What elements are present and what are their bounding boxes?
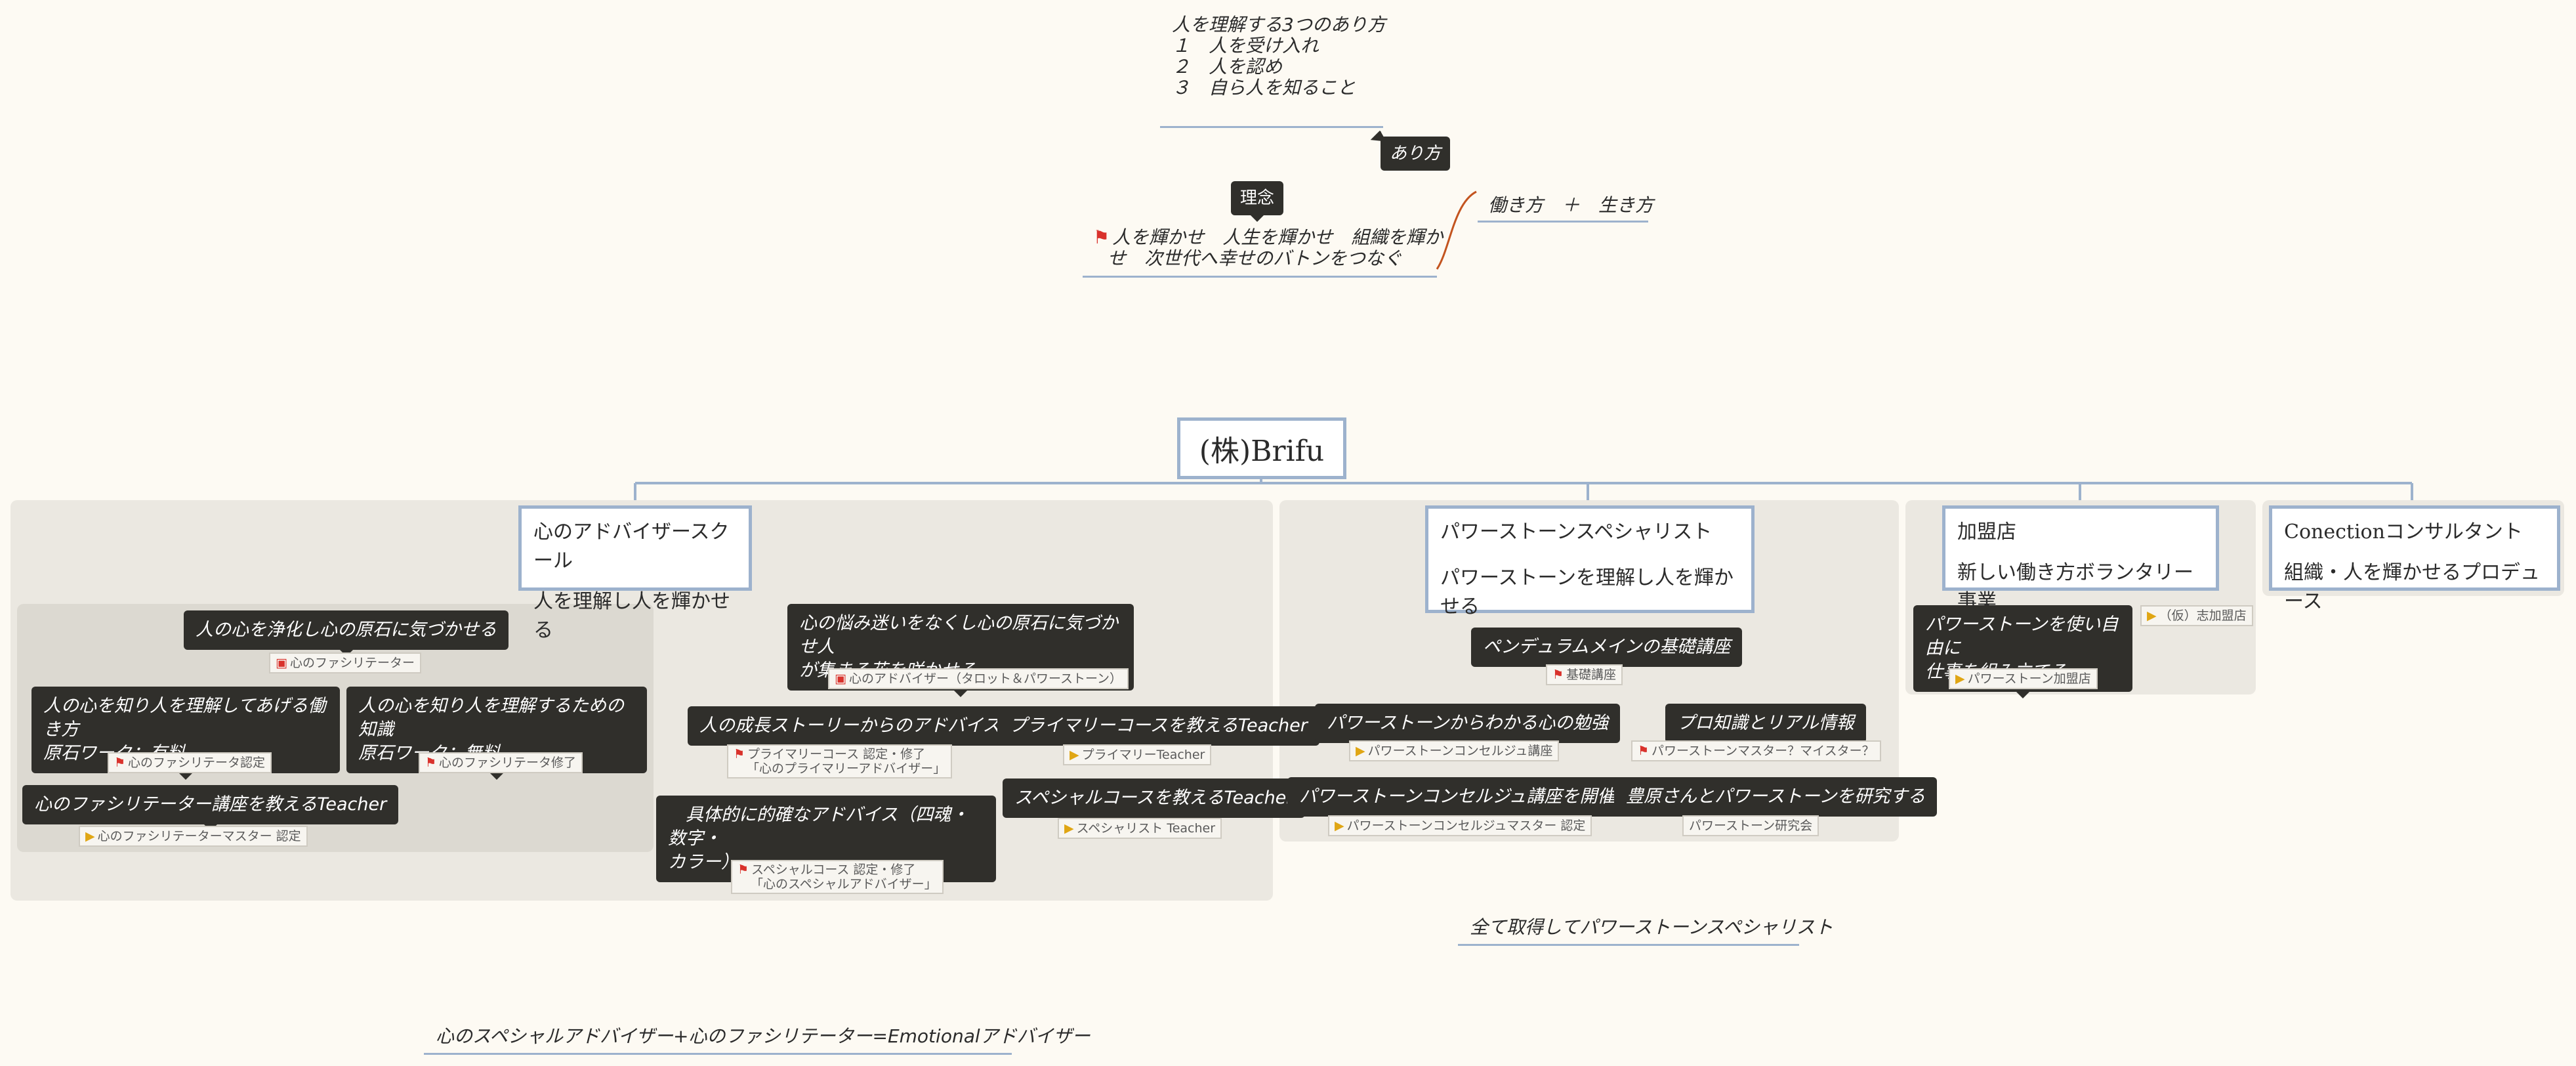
note-line: ２ 人を認め <box>1172 56 1283 77</box>
tag-provisional-store[interactable]: ▶（仮）志加盟店 <box>2140 605 2253 626</box>
yellow-flag-icon: ▶ <box>1064 821 1074 836</box>
philosophy-line: ⚑人を輝かせ 人生を輝かせ 組織を輝か <box>1093 226 1444 248</box>
note-all-underline <box>1458 944 1799 946</box>
philosophy-line: せ 次世代へ幸せのバトンをつなぐ <box>1108 247 1402 269</box>
tag-primary-teacher[interactable]: ▶プライマリーTeacher <box>1063 744 1212 765</box>
red-flag-icon: ⚑ <box>1552 668 1564 682</box>
work-life-note[interactable]: 働き方 ＋ 生き方 <box>1488 194 1654 216</box>
philosophy-underline <box>1083 276 1437 278</box>
node-pro[interactable]: プロ知識とリアル情報 <box>1665 704 1866 750</box>
branch-title: 加盟店 <box>1957 521 2016 544</box>
tag-master[interactable]: ⚑パワーストーンマスター？マイスター？ <box>1631 740 1881 761</box>
node-pendulum[interactable]: ペンデュラムメインの基礎講座 <box>1471 628 1743 673</box>
tag-basic-course[interactable]: ⚑基礎講座 <box>1546 664 1623 685</box>
yellow-flag-icon: ▶ <box>1335 819 1344 833</box>
node-facilitator-teacher[interactable]: 心のファシリテーター講座を教えるTeacher <box>22 785 399 831</box>
note-underline <box>1160 126 1383 128</box>
heart-icon: ▣ <box>276 656 287 670</box>
yellow-flag-icon: ▶ <box>1356 744 1365 758</box>
tag-advisor[interactable]: ▣心のアドバイザー（タロット＆パワーストーン） <box>828 668 1129 689</box>
branch-stone[interactable]: パワーストーンスペシャリスト パワーストーンを理解し人を輝かせる <box>1425 505 1755 618</box>
note-line: 人を理解する3つのあり方 <box>1172 14 1386 35</box>
branch-title: 心のアドバイザースクール <box>533 521 730 572</box>
tag-paid[interactable]: ⚑心のファシリテータ認定 <box>108 752 272 773</box>
way-of-being-label: あり方 <box>1390 144 1442 163</box>
tag-member-store[interactable]: ▶パワーストーン加盟店 <box>1949 668 2098 689</box>
philosophy-text[interactable]: ⚑人を輝かせ 人生を輝かせ 組織を輝か せ 次世代へ幸せのバトンをつなぐ <box>1093 227 1443 269</box>
tag-line: 「心のスペシャルアドバイザー」 <box>751 877 937 891</box>
tag-research-group[interactable]: パワーストーン研究会 <box>1682 815 1819 836</box>
heart-icon: ▣ <box>835 672 846 686</box>
way-of-being-node[interactable]: あり方 <box>1381 137 1451 171</box>
tag-facilitator[interactable]: ▣心のファシリテーター <box>269 652 421 673</box>
tag-concierge-master[interactable]: ▶パワーストーンコンセルジュマスター 認定 <box>1328 815 1592 836</box>
root-label: (株)Brifu <box>1199 435 1325 468</box>
red-flag-icon: ⚑ <box>1638 744 1650 758</box>
node-special-teacher[interactable]: スペシャルコースを教えるTeacher <box>1003 778 1306 824</box>
root-node[interactable]: (株)Brifu <box>1177 417 1346 479</box>
branch-title: パワーストーンスペシャリスト <box>1440 521 1713 544</box>
node-free[interactable]: 人の心を知り人を理解するための知識 原石ワーク：無料 <box>346 687 647 780</box>
tag-special-teacher[interactable]: ▶スペシャリスト Teacher <box>1058 818 1222 839</box>
tag-special-course[interactable]: ⚑スペシャルコース 認定・修了 「心のスペシャルアドバイザー」 <box>731 860 944 894</box>
way-of-being-note: 人を理解する3つのあり方 １ 人を受け入れ ２ 人を認め ３ 自ら人を知ること <box>1172 14 1386 98</box>
red-flag-icon: ⚑ <box>425 756 437 770</box>
red-flag-icon: ⚑ <box>114 756 126 770</box>
node-hold[interactable]: パワーストーンコンセルジュ講座を開催する <box>1287 777 1663 823</box>
node-story[interactable]: 人の成長ストーリーからのアドバイス <box>688 706 1012 752</box>
tag-line: 「心のプライマリーアドバイザー」 <box>747 761 946 776</box>
red-flag-icon: ⚑ <box>1093 226 1110 248</box>
tag-facilitator-master[interactable]: ▶心のファシリテーターマスター 認定 <box>79 826 308 847</box>
note-line: １ 人を受け入れ <box>1172 35 1319 56</box>
note-emotional-underline <box>424 1053 1012 1055</box>
note-line: ３ 自ら人を知ること <box>1172 77 1356 98</box>
yellow-flag-icon: ▶ <box>85 829 95 843</box>
branch-consult[interactable]: Conectionコンサルタント 組織・人を輝かせるプロデュース <box>2269 505 2560 613</box>
red-flag-icon: ⚑ <box>734 747 745 761</box>
branch-title: Conectionコンサルタント <box>2284 521 2523 544</box>
note-emotional[interactable]: 心のスペシャルアドバイザー+心のファシリテーター=Emotionalアドバイザー <box>436 1025 1091 1047</box>
tag-line: ⚑プライマリーコース 認定・修了 <box>734 747 926 761</box>
branch-subtitle: 組織・人を輝かせるプロデュース <box>2284 561 2540 613</box>
philosophy-label: 理念 <box>1240 188 1275 208</box>
branch-school[interactable]: 心のアドバイザースクール 人を理解し人を輝かせる <box>518 505 752 642</box>
node-primary-teacher[interactable]: プライマリーコースを教えるTeacher <box>997 706 1319 752</box>
tag-line: ⚑スペシャルコース 認定・修了 <box>737 863 916 877</box>
note-all[interactable]: 全て取得してパワーストーンスペシャリスト <box>1470 916 1833 938</box>
philosophy-node[interactable]: 理念 <box>1231 181 1284 222</box>
node-research[interactable]: 豊原さんとパワーストーンを研究する <box>1614 777 1938 823</box>
node-study[interactable]: パワーストーンからわかる心の勉強 <box>1315 704 1621 750</box>
tag-concierge-course[interactable]: ▶パワーストーンコンセルジュ講座 <box>1349 740 1560 761</box>
branch-subtitle: 人を理解し人を輝かせる <box>533 590 730 642</box>
yellow-flag-icon: ▶ <box>1955 672 1965 686</box>
yellow-flag-icon: ▶ <box>2147 608 2157 623</box>
red-flag-icon: ⚑ <box>737 863 749 877</box>
branch-subtitle: パワーストーンを理解し人を輝かせる <box>1440 566 1734 618</box>
tag-primary-course[interactable]: ⚑プライマリーコース 認定・修了 「心のプライマリーアドバイザー」 <box>727 744 953 778</box>
node-purify[interactable]: 人の心を浄化し心の原石に気づかせる <box>184 610 509 656</box>
yellow-flag-icon: ▶ <box>1070 748 1079 762</box>
branch-member[interactable]: 加盟店 新しい働き方ボランタリー事業 <box>1942 505 2219 613</box>
work-life-underline <box>1478 221 1648 223</box>
tag-free[interactable]: ⚑心のファシリテータ修了 <box>419 752 583 773</box>
